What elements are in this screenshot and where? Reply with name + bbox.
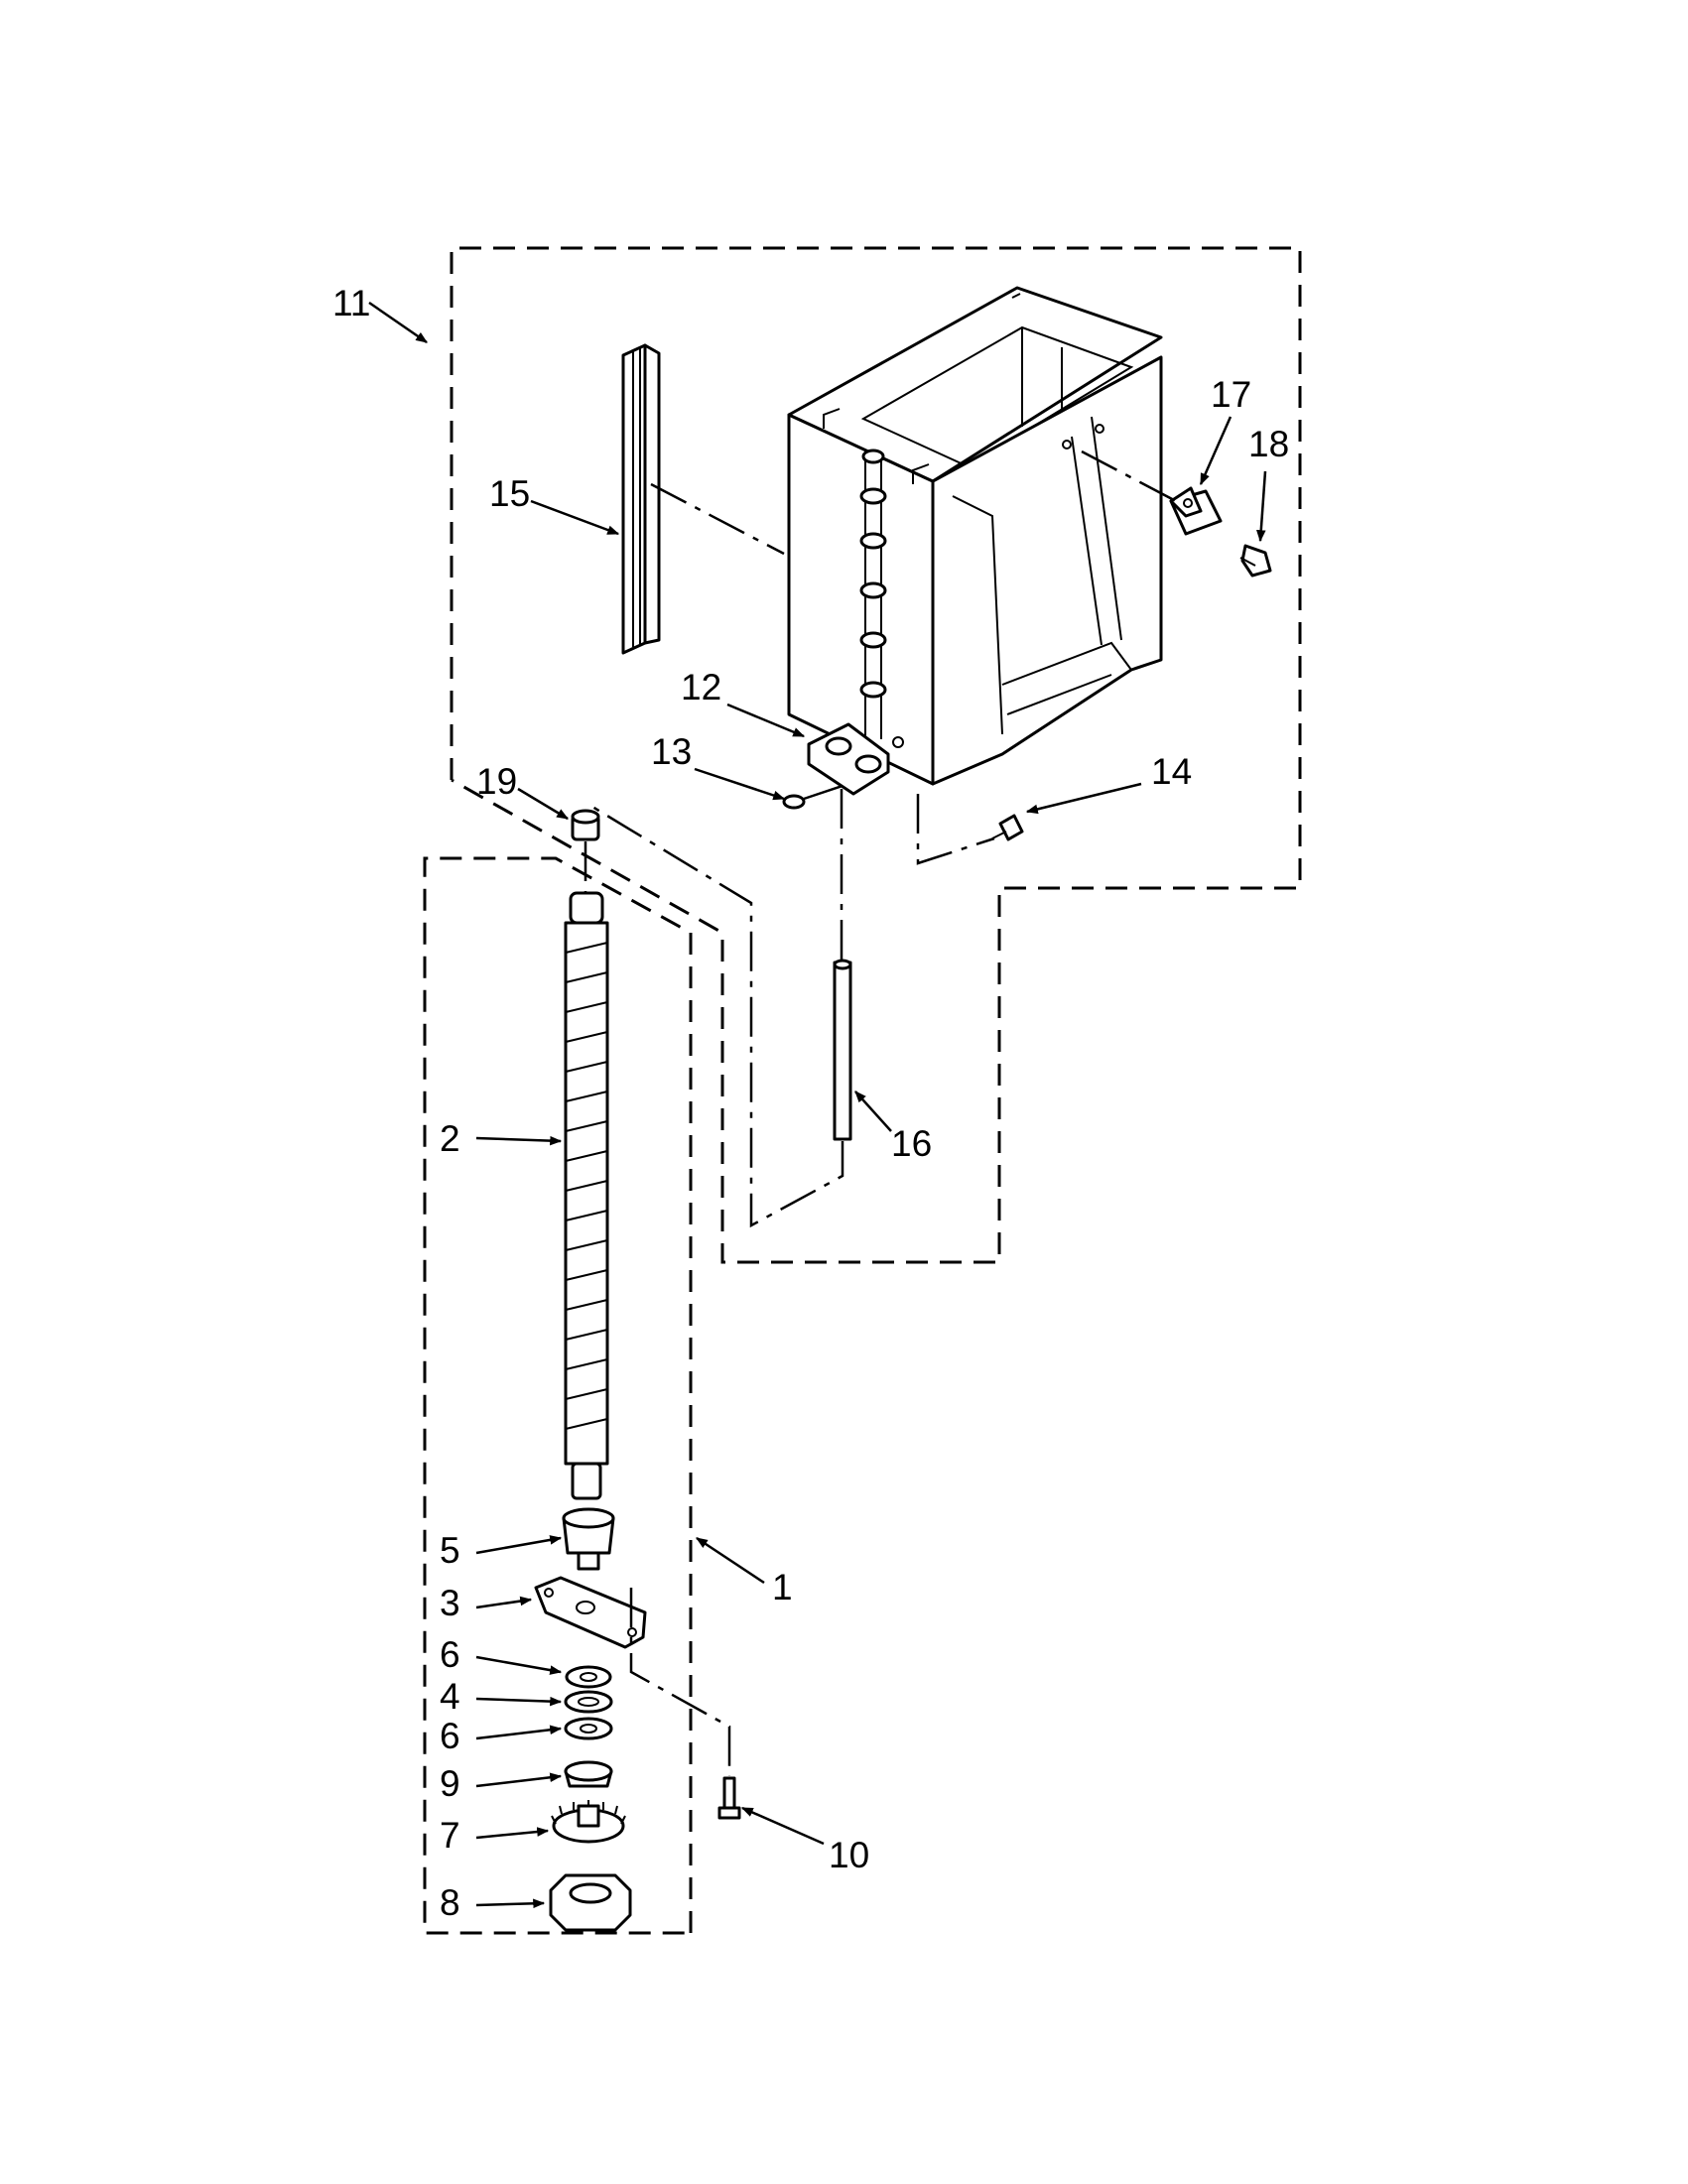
rod-part-16 [833,959,852,1141]
nut-part-8 [549,1873,632,1932]
callout-10: 10 [829,1835,869,1875]
callout-8: 8 [440,1882,460,1923]
callout-16: 16 [891,1123,932,1164]
arrow-3 [475,1596,533,1609]
mounting-plate-part-3 [534,1576,647,1649]
arrow-9 [475,1772,563,1788]
arrow-10 [740,1806,825,1846]
spacer-part-9 [564,1760,613,1788]
callout-9: 9 [440,1763,460,1804]
assembly-boundary-11 [450,246,1302,1264]
arrow-6b [475,1725,563,1740]
arrow-7 [475,1827,550,1840]
callout-17: 17 [1211,374,1251,415]
callout-2: 2 [440,1118,460,1159]
leader-16-bottom [586,802,844,1228]
washer-part-6b [564,1717,613,1740]
ice-bucket-housing [787,286,1163,786]
callout-12: 12 [681,667,721,707]
callout-4: 4 [440,1676,460,1717]
arrow-5 [475,1535,563,1555]
screw-part-14 [991,814,1024,841]
arrow-1 [695,1536,765,1585]
bearing-block-part-12 [807,722,904,796]
lock-washer-part-4 [564,1690,613,1714]
callout-1: 1 [772,1567,793,1607]
arrow-2 [475,1135,563,1146]
arrow-11 [368,301,428,344]
arrow-16 [854,1091,892,1132]
bushing-part-19 [571,809,600,841]
callout-6a: 6 [440,1634,460,1675]
arrow-4 [475,1696,563,1707]
bracket-part-17 [1169,486,1223,536]
screw-part-10 [717,1776,741,1820]
arrow-13 [694,767,786,801]
seal-strip-part-15 [621,343,661,655]
screw-part-18 [1239,544,1272,578]
leader-17 [1081,450,1177,503]
arrow-6a [475,1655,563,1675]
arrow-8 [475,1898,546,1909]
callout-11: 11 [332,283,370,323]
callout-14: 14 [1151,751,1192,792]
callout-13: 13 [651,731,692,772]
arrow-15 [530,499,620,536]
sprocket-part-7 [551,1800,626,1844]
callout-3: 3 [440,1583,460,1623]
leader-3 [629,1588,731,1776]
callout-5: 5 [440,1530,460,1571]
leader-15 [650,482,785,556]
assembly-boundary-1 [423,856,693,1935]
callout-19: 19 [476,761,517,802]
leader-14 [916,794,995,865]
auger-shaft-part-2 [564,891,609,1500]
arrow-14 [1025,782,1142,815]
clip-part-13 [782,794,806,810]
callout-7: 7 [440,1815,460,1856]
washer-part-6a [565,1665,612,1689]
arrow-18 [1255,470,1267,543]
callout-18: 18 [1248,424,1289,464]
callout-6b: 6 [440,1716,460,1756]
arrow-19 [517,787,570,821]
arrow-17 [1199,416,1233,486]
leader-13 [803,782,849,801]
coupler-part-5 [562,1507,615,1571]
callout-15: 15 [489,473,530,514]
arrow-12 [726,703,806,738]
